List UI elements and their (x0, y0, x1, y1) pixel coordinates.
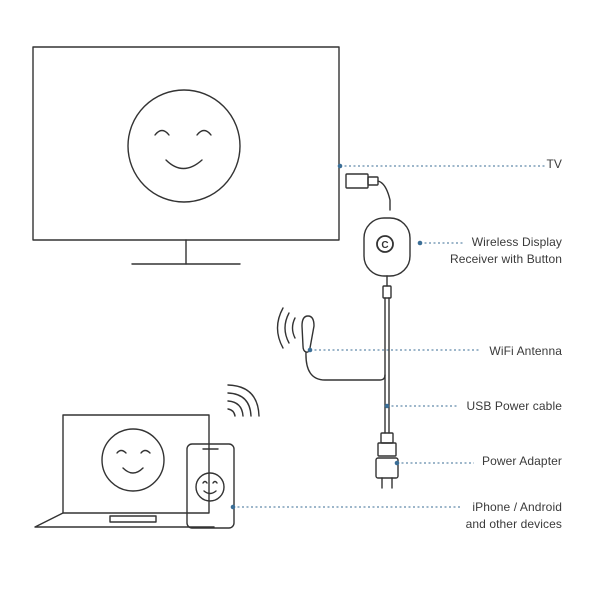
label-power-adapter: Power Adapter (482, 453, 562, 470)
label-devices-line2: and other devices (465, 517, 562, 531)
leader-dot-antenna (307, 347, 313, 353)
power-adapter-icon (375, 457, 399, 489)
leader-dot-adapter (394, 460, 400, 466)
laptop-icon (34, 414, 215, 528)
label-power-adapter-text: Power Adapter (481, 454, 562, 468)
leader-dot-devices (230, 504, 236, 510)
label-receiver: Wireless Display Receiver with Button (450, 234, 562, 268)
label-tv-text: TV (546, 157, 562, 171)
leader-dot-tv (337, 163, 343, 169)
label-receiver-line2: Receiver with Button (449, 252, 562, 266)
leader-dot-usb (384, 403, 390, 409)
hdmi-plug-icon (345, 173, 391, 211)
label-devices: iPhone / Android and other devices (466, 499, 562, 533)
phone-smiley-face-icon (195, 472, 225, 502)
label-receiver-line1: Wireless Display (471, 235, 562, 249)
label-usb-cable: USB Power cable (466, 398, 562, 415)
label-antenna: WiFi Antenna (489, 343, 562, 360)
usb-cable (382, 275, 392, 434)
label-antenna-text: WiFi Antenna (489, 344, 562, 358)
label-tv: TV (546, 156, 562, 173)
wifi-antenna-icon (276, 307, 386, 381)
usb-plug-icon (377, 432, 397, 457)
wifi-signal-icon (227, 384, 260, 417)
label-usb-cable-text: USB Power cable (466, 399, 562, 413)
tv-icon (32, 46, 340, 265)
leader-dot-receiver (417, 240, 423, 246)
receiver-button-letter: C (381, 240, 388, 251)
laptop-smiley-face-icon (101, 428, 165, 492)
tv-smiley-face-icon (127, 89, 241, 203)
phone-icon (186, 443, 235, 529)
label-devices-line1: iPhone / Android (472, 500, 562, 514)
